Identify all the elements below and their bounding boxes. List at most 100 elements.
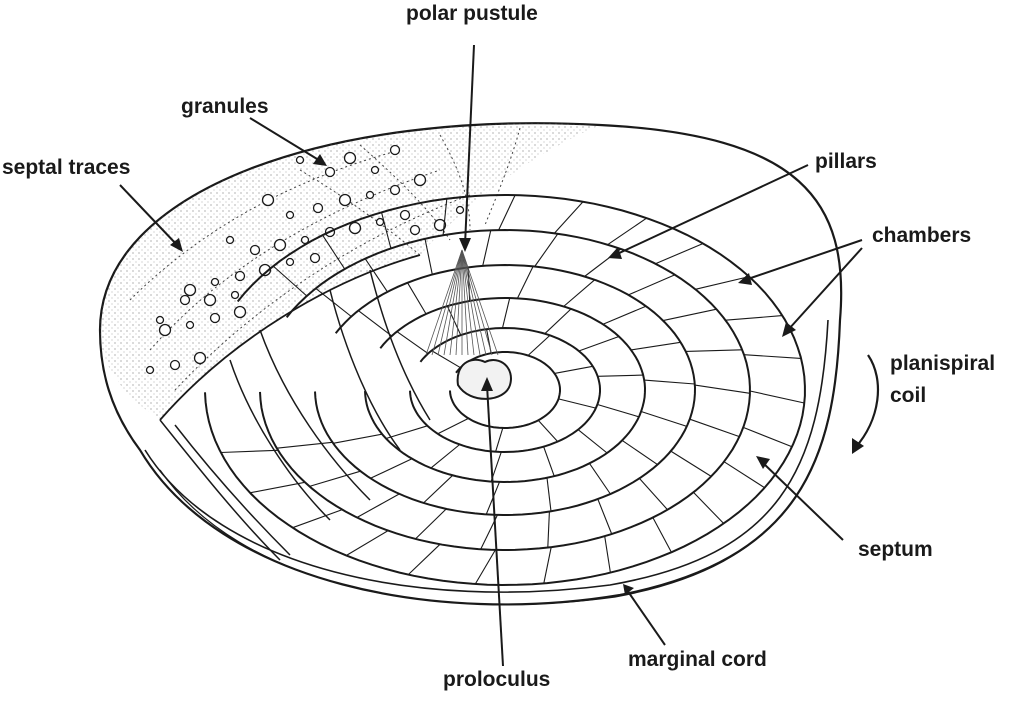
pustule-ray	[461, 249, 481, 356]
septum-line	[276, 441, 333, 449]
septum-line	[396, 331, 429, 355]
pustule-ray	[443, 249, 463, 356]
septum-line	[537, 419, 559, 442]
pustule-ray	[455, 249, 463, 356]
granule	[409, 224, 421, 236]
granule	[273, 238, 287, 252]
septum-line	[644, 379, 695, 385]
septum-line	[407, 543, 441, 575]
septum-line	[685, 349, 743, 352]
granule	[261, 193, 275, 207]
septum-line	[220, 449, 279, 454]
septum-line	[749, 390, 805, 404]
septum-line	[437, 417, 469, 435]
granule	[183, 283, 197, 297]
proloculus-chamber	[456, 358, 512, 400]
septum-line	[356, 493, 400, 518]
septum-line	[357, 310, 393, 337]
granule	[348, 221, 362, 235]
granule	[258, 263, 272, 277]
pustule-ray	[461, 249, 499, 356]
septum-line	[695, 276, 750, 290]
septum-line	[546, 477, 552, 512]
label-polar-pustule: polar pustule	[406, 2, 538, 25]
whorl-wall	[204, 193, 806, 587]
septum-line	[364, 258, 388, 293]
granule	[230, 290, 240, 300]
pustule-ray	[425, 249, 463, 356]
granule	[324, 166, 336, 178]
pustule-ray	[461, 249, 475, 356]
granule	[158, 323, 172, 337]
label-granules: granules	[181, 95, 269, 118]
septum-line	[693, 491, 725, 524]
granule	[145, 365, 155, 375]
label-septal-traces: septal traces	[2, 156, 131, 179]
septum-line	[630, 341, 681, 351]
septum-line	[516, 266, 534, 299]
septum-line	[380, 212, 392, 249]
septum-line	[370, 458, 413, 479]
granule	[233, 305, 247, 319]
granule	[249, 244, 261, 256]
granule	[185, 320, 195, 330]
granule	[343, 151, 357, 165]
septum-line	[543, 546, 552, 584]
pustule-ray	[461, 249, 487, 356]
septum-line	[558, 398, 597, 409]
septum-line	[544, 308, 572, 335]
septum-line	[638, 478, 668, 511]
septum-line	[597, 498, 613, 535]
septum-line	[424, 238, 433, 275]
marginal-rim	[144, 319, 829, 593]
septum-line	[501, 297, 511, 329]
septum-line	[597, 374, 644, 377]
septum-line	[628, 274, 676, 296]
granule	[155, 315, 165, 325]
granule	[169, 359, 181, 371]
septum-line	[249, 481, 306, 494]
septum-line	[607, 217, 648, 246]
septum-line	[534, 233, 559, 267]
septum-line	[322, 234, 346, 270]
granule	[389, 144, 401, 156]
septum-line	[430, 444, 461, 469]
septum-line	[272, 265, 308, 297]
label-planispiral-line1: planispiral	[890, 352, 996, 375]
septum-line	[743, 354, 802, 359]
granule	[209, 312, 221, 324]
septum-line	[385, 425, 428, 440]
septum-line	[689, 418, 740, 438]
label-chambers: chambers	[872, 224, 972, 247]
pustule-ray	[461, 249, 493, 356]
septum-line	[431, 350, 461, 369]
septum-line	[602, 305, 647, 325]
label-marginal-cord: marginal cord	[628, 648, 767, 671]
septum-line	[498, 194, 516, 231]
septum-line	[333, 433, 383, 444]
septum-line	[604, 536, 611, 573]
granule	[365, 190, 375, 200]
septum-line	[670, 450, 712, 477]
label-planispiral: planispiral coil	[890, 352, 995, 408]
septum-line	[309, 470, 361, 487]
granule	[179, 294, 191, 306]
septum-line	[723, 461, 765, 489]
pustule-ray	[437, 249, 463, 356]
granule	[375, 217, 385, 227]
shell-surface	[100, 123, 600, 421]
septum-line	[563, 279, 596, 307]
septum-line	[725, 315, 783, 321]
septum-line	[589, 463, 611, 495]
pustule-ray	[431, 249, 463, 356]
septum-line	[407, 282, 427, 315]
granule	[285, 257, 295, 267]
granule	[413, 173, 427, 187]
septum-line	[482, 230, 492, 267]
septum-line	[652, 517, 672, 553]
septum-line	[442, 198, 448, 236]
label-proloculus: proloculus	[443, 668, 551, 691]
granule	[300, 235, 310, 245]
